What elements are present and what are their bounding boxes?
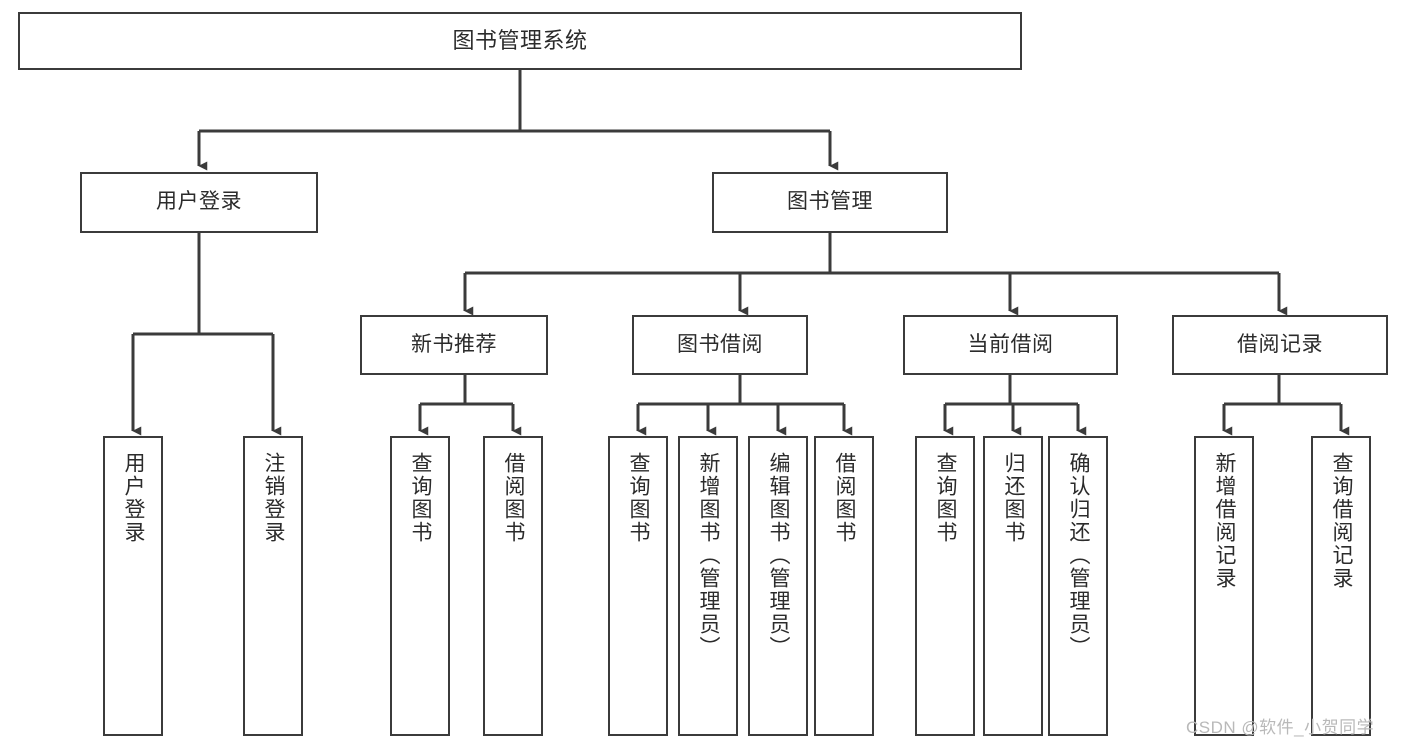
node-label: 借阅图书 (833, 452, 857, 544)
node-book-management[interactable]: 图书管理 (712, 172, 948, 233)
node-label: 新书推荐 (411, 332, 497, 356)
leaf-new-book-query[interactable]: 查询图书 (390, 436, 450, 736)
node-label: 查询图书 (934, 452, 958, 544)
node-label: 查询图书 (409, 452, 433, 544)
leaf-borrow-borrow-book[interactable]: 借阅图书 (814, 436, 874, 736)
node-label: 用户登录 (156, 190, 242, 214)
node-book-borrow[interactable]: 图书借阅 (632, 315, 808, 375)
leaf-current-return-book[interactable]: 归还图书 (983, 436, 1043, 736)
node-label: 图书管理系统 (452, 28, 588, 54)
node-label: 新增借阅记录 (1213, 452, 1237, 590)
node-label: 归还图书 (1002, 452, 1026, 544)
node-label: 当前借阅 (967, 332, 1054, 356)
node-label: 查询借阅记录 (1330, 452, 1354, 590)
node-label: 用户登录 (122, 452, 146, 544)
leaf-user-login-logout[interactable]: 注销登录 (243, 436, 303, 736)
leaf-borrow-query-book[interactable]: 查询图书 (608, 436, 668, 736)
leaf-current-query-book[interactable]: 查询图书 (915, 436, 975, 736)
node-label: 注销登录 (262, 452, 286, 544)
leaf-user-login-login[interactable]: 用户登录 (103, 436, 163, 736)
node-label: 新增图书（管理员） (697, 452, 721, 659)
node-user-login[interactable]: 用户登录 (80, 172, 318, 233)
node-borrow-record[interactable]: 借阅记录 (1172, 315, 1388, 375)
node-label: 确认归还（管理员） (1067, 452, 1091, 659)
node-current-borrow[interactable]: 当前借阅 (903, 315, 1118, 375)
csdn-watermark: CSDN @软件_小贺同学 (1186, 718, 1375, 737)
node-label: 图书管理 (787, 190, 873, 214)
node-new-book-recommend[interactable]: 新书推荐 (360, 315, 548, 375)
leaf-new-book-borrow[interactable]: 借阅图书 (483, 436, 543, 736)
leaf-borrow-edit-book-admin[interactable]: 编辑图书（管理员） (748, 436, 808, 736)
leaf-record-query-record[interactable]: 查询借阅记录 (1311, 436, 1371, 736)
node-label: 查询图书 (627, 452, 651, 544)
node-label: 图书借阅 (677, 332, 763, 356)
node-label: 借阅图书 (502, 452, 526, 544)
leaf-borrow-add-book-admin[interactable]: 新增图书（管理员） (678, 436, 738, 736)
node-root-system[interactable]: 图书管理系统 (18, 12, 1022, 70)
node-label: 借阅记录 (1237, 332, 1323, 356)
leaf-current-confirm-return-admin[interactable]: 确认归还（管理员） (1048, 436, 1108, 736)
leaf-record-add-record[interactable]: 新增借阅记录 (1194, 436, 1254, 736)
node-label: 编辑图书（管理员） (767, 452, 791, 659)
